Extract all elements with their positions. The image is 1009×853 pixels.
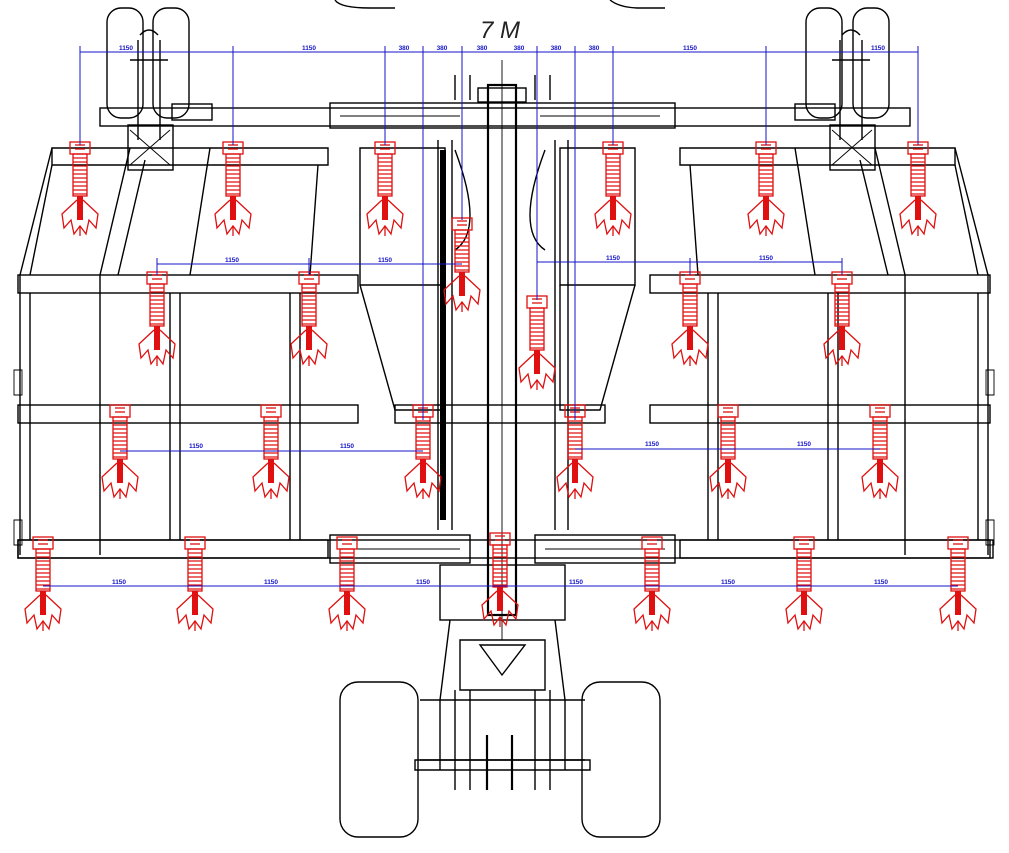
tine-rank-4 [24,532,977,632]
tine [823,271,861,367]
tine [747,141,785,237]
dimension-label: 1150 [340,443,354,450]
dimension-label: 1150 [759,255,773,262]
dimension-label: 380 [514,45,525,52]
dimension-label: 1150 [645,441,659,448]
tine [24,536,62,632]
dimension-label: 1150 [721,579,735,586]
tractor-wheel-right [581,681,661,838]
wheel-arm-left [127,29,213,171]
dimension-label: 1150 [112,579,126,586]
tine [328,536,366,632]
tine [709,404,747,500]
tine [290,271,328,367]
tine [518,295,556,391]
tine [594,141,632,237]
dimension-row-4: 1150 1150 1150 1150 1150 1150 [43,579,958,587]
drawing-title: 7 M [480,17,520,44]
tractor-wheel-left [339,681,419,838]
dimension-label: 1150 [416,579,430,586]
dimension-label: 380 [551,45,562,52]
dimension-label: 1150 [189,443,203,450]
tine [176,536,214,632]
main-frame [13,60,995,640]
dimension-label: 380 [477,45,488,52]
tine [61,141,99,237]
dimension-label: 1150 [119,45,133,52]
dimension-label: 380 [589,45,600,52]
tine [899,141,937,237]
dimension-label: 1150 [264,579,278,586]
transport-wheels-left [106,7,190,119]
tine [785,536,823,632]
dimension-label: 1150 [874,579,888,586]
dimension-label: 1150 [871,45,885,52]
tine [101,404,139,500]
tine-rank-3 [101,404,899,500]
tine [366,141,404,237]
dimension-label: 1150 [378,257,392,264]
dimension-row-3: 1150 1150 1150 1150 [120,441,880,452]
tine [671,271,709,367]
dimension-label: 380 [399,45,410,52]
dimension-row-1: 1150 1150 380 380 380 380 380 380 1150 1… [79,45,919,420]
tine-rank-1 [61,141,937,391]
wheel-arm-right [794,29,876,171]
tine [939,536,977,632]
tine-rank-2 [138,271,861,367]
top-edge-fragments [334,0,665,9]
dimension-label: 1150 [569,579,583,586]
dimension-label: 1150 [797,441,811,448]
tine [252,404,290,500]
transport-wheels-right [805,7,890,119]
tine [861,404,899,500]
tine [443,217,481,313]
dimension-row-2: 1150 1150 1150 1150 [156,255,843,275]
dimension-label: 1150 [683,45,697,52]
dimension-label: 1150 [225,257,239,264]
tine [214,141,252,237]
dimension-label: 1150 [302,45,316,52]
dimension-label: 1150 [606,255,620,262]
tine [633,536,671,632]
dimension-label: 380 [437,45,448,52]
